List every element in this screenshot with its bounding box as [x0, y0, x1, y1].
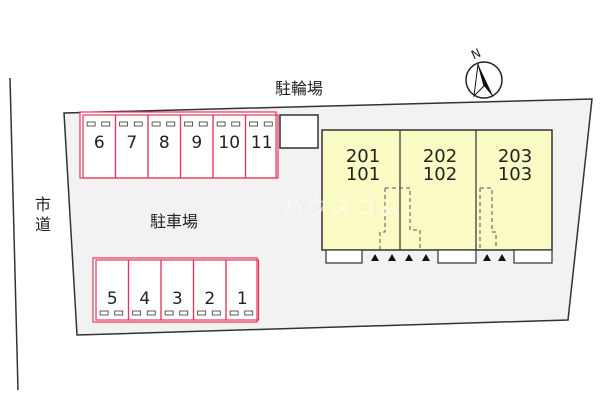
road-label-line2: 道 [35, 215, 51, 234]
watermark: ハウスコム [282, 196, 402, 221]
compass-needle-tail-icon [473, 63, 485, 98]
wheel-stop [151, 121, 161, 127]
wheel-stop [263, 121, 273, 127]
wheel-stop [146, 310, 156, 316]
compass-needle-icon [478, 64, 494, 98]
wheel-stop [114, 310, 124, 316]
parking-top-stall-number: 7 [126, 133, 137, 153]
meter-box-3 [513, 249, 553, 264]
parking-lot-label: 駐車場 [150, 212, 198, 231]
wheel-stop [244, 310, 254, 316]
parking-bottom-stall-number: 5 [107, 289, 118, 309]
wheel-stop [164, 310, 174, 316]
parking-bottom-stall-number: 1 [237, 289, 248, 309]
north-label: N [469, 46, 483, 62]
entrance-markers [371, 254, 506, 261]
wheel-stop [197, 310, 207, 316]
stair-outline-right [479, 187, 497, 250]
meter-box-2 [437, 249, 477, 264]
building [321, 129, 553, 251]
parking-block-top [79, 111, 277, 179]
unit-lower-3: 103 [498, 164, 532, 185]
wheel-stop [249, 121, 259, 127]
parking-top-stall-number: 8 [159, 133, 170, 153]
wheel-stop [229, 310, 239, 316]
entrance-marker [498, 254, 506, 261]
parking-top-stall-number: 10 [218, 133, 240, 153]
meter-box-1 [325, 249, 363, 264]
wheel-stop [132, 310, 142, 316]
wheel-stop [119, 121, 129, 127]
parking-stalls-top: 6 7 8 9 10 11 [82, 114, 279, 179]
wheel-stop [101, 121, 111, 127]
unit-upper-1: 201 [346, 146, 380, 167]
entrance-marker [388, 254, 396, 261]
stair-outline-left [379, 187, 421, 250]
parking-bottom-stall [225, 259, 260, 321]
wheel-stop [211, 310, 221, 316]
unit-lower-1: 101 [346, 164, 380, 185]
parking-stalls-bottom: 5 4 3 2 1 [95, 259, 260, 321]
north-compass: N [465, 46, 503, 99]
entrance-marker [422, 254, 430, 261]
parking-top-stall-number: 9 [191, 133, 202, 153]
unit-upper-2: 202 [423, 146, 457, 167]
wheel-stop [133, 121, 143, 127]
road-edge-line [9, 77, 19, 391]
wheel-stop [179, 310, 189, 316]
parking-bottom-stall-number: 4 [139, 289, 150, 309]
entrance-marker [405, 254, 413, 261]
wheel-stop [99, 310, 109, 316]
unit-lower-2: 102 [423, 164, 457, 185]
parking-top-stall [244, 114, 279, 179]
entrance-marker [483, 254, 491, 261]
unit-upper-3: 203 [498, 146, 532, 167]
parking-top-stall-number: 11 [251, 133, 273, 153]
bicycle-parking-label: 駐輪場 [275, 79, 323, 98]
parking-bottom-stall-number: 3 [172, 289, 183, 309]
parking-bottom-stall-number: 2 [204, 289, 215, 309]
road-label-line1: 市 [35, 195, 51, 214]
wheel-stop [216, 121, 226, 127]
wheel-stop [166, 121, 176, 127]
wheel-stop [184, 121, 194, 127]
parking-top-stall-number: 6 [94, 133, 105, 153]
bicycle-parking-box [279, 114, 319, 149]
wheel-stop [86, 121, 96, 127]
wheel-stop [231, 121, 241, 127]
wheel-stop [198, 121, 208, 127]
entrance-marker [371, 254, 379, 261]
